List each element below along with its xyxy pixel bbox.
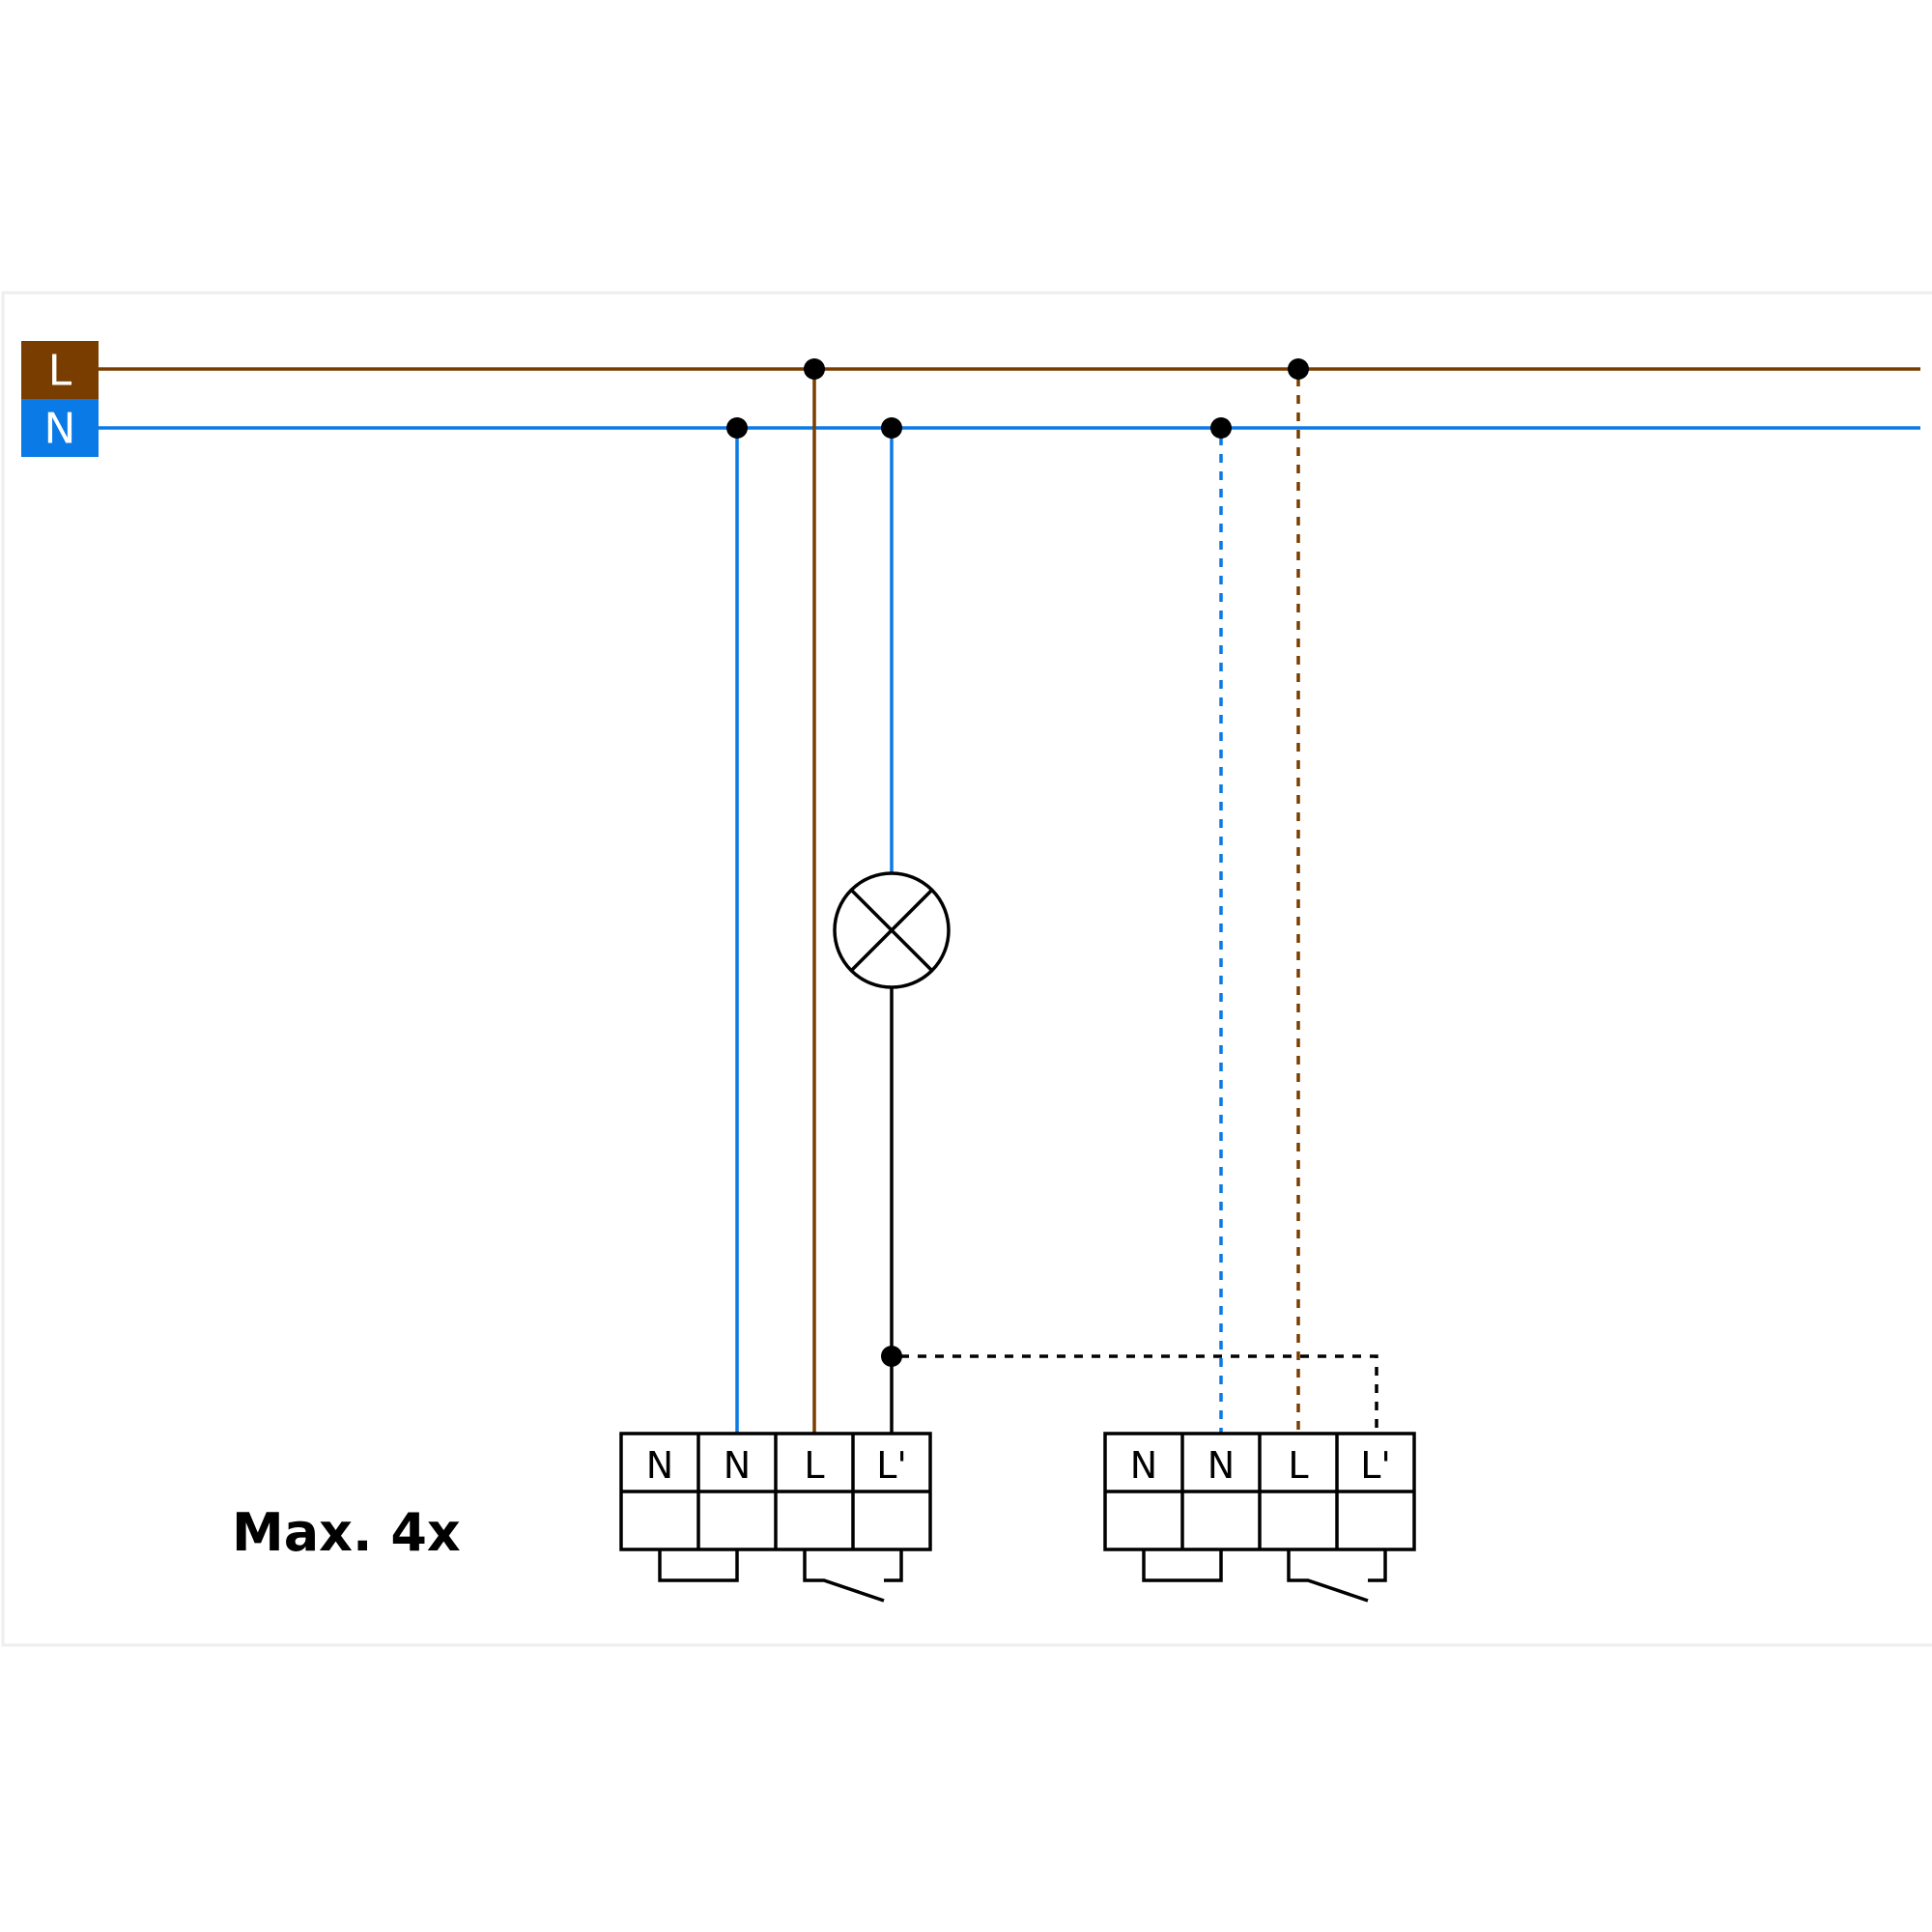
terminal-label-l: L (804, 1444, 824, 1487)
junction-dot (1288, 358, 1309, 380)
live-bus-label: L (21, 341, 99, 399)
switched-live-link-wire (900, 1354, 1378, 1434)
neutral-bridge (1142, 1549, 1223, 1582)
terminal-label-n: N (724, 1444, 751, 1487)
terminal-label-l-switched: L' (1360, 1444, 1391, 1487)
terminal-label-l-switched: L' (876, 1444, 907, 1487)
terminal-label-n: N (646, 1444, 673, 1487)
switch-contact-terminal (1368, 1549, 1387, 1582)
lamp-icon (833, 871, 951, 989)
terminal-label-n: N (1208, 1444, 1235, 1487)
diagram-frame (1, 291, 1932, 1647)
terminal-label-n: N (1130, 1444, 1157, 1487)
device-2-terminal-block: N N L L' (1103, 1432, 1416, 1603)
live-bus-label-text: L (48, 347, 72, 396)
junction-dot (726, 417, 748, 439)
switch-contact-icon (1287, 1549, 1369, 1603)
max-devices-note: Max. 4x (232, 1502, 461, 1563)
neutral-bridge (658, 1549, 739, 1582)
junction-dot (881, 1346, 902, 1367)
neutral-bus-label-text: N (44, 405, 76, 454)
junction-dot (881, 417, 902, 439)
device-1-terminal-block: N N L L' (619, 1432, 932, 1603)
switch-contact-icon (803, 1549, 885, 1603)
junction-dot (1210, 417, 1232, 439)
junction-dot (804, 358, 825, 380)
switch-contact-terminal (884, 1549, 903, 1582)
terminal-label-l: L (1288, 1444, 1308, 1487)
neutral-bus-label: N (21, 399, 99, 457)
